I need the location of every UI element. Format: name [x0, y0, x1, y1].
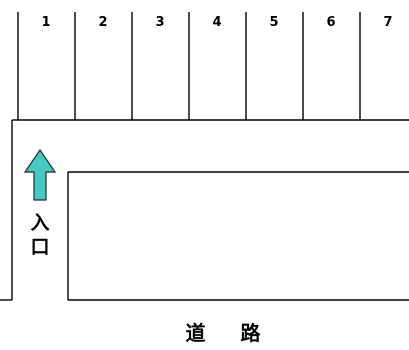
parking-space-number: 3: [155, 15, 164, 30]
parking-row: 1 2 3 4 5 6 7: [17, 12, 409, 121]
parking-space-number: 1: [41, 15, 50, 30]
entrance-label-char-1: 入: [30, 212, 49, 234]
road-label: 道 路: [186, 321, 275, 345]
parking-space-number: 2: [98, 15, 107, 30]
parking-space-number: 5: [269, 15, 278, 30]
parking-space-number: 4: [212, 15, 221, 30]
parking-space-number: 7: [383, 15, 392, 30]
entrance-label-char-2: 口: [30, 236, 49, 258]
up-arrow-icon: [23, 148, 57, 201]
entrance-driveway: [0, 119, 18, 301]
parking-space-number: 6: [326, 15, 335, 30]
center-block: [67, 171, 409, 301]
